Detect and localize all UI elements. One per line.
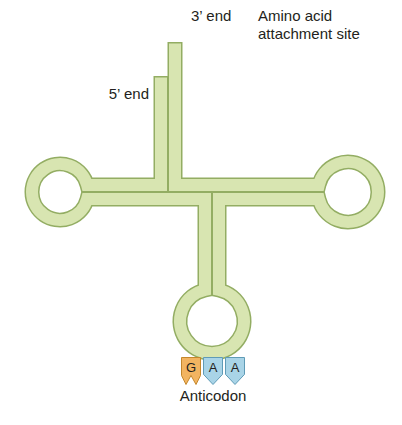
base-letter: A — [203, 357, 223, 375]
base-letter: A — [225, 357, 245, 375]
part-label: Anticodon — [180, 387, 247, 405]
base-outline — [204, 358, 223, 385]
nucleotide-base: A — [203, 357, 223, 385]
part-label: Amino acid attachment site — [258, 7, 380, 43]
nucleotide-base: A — [225, 357, 245, 385]
nucleotide-base: G — [181, 357, 201, 385]
part-label: 3’ end — [191, 7, 231, 25]
part-label: 5’ end — [109, 85, 149, 103]
base-outline — [182, 358, 201, 385]
base-letter: G — [181, 357, 201, 375]
trna-body — [32, 44, 378, 354]
base-outline — [226, 358, 245, 385]
trna-outline — [32, 42, 378, 353]
